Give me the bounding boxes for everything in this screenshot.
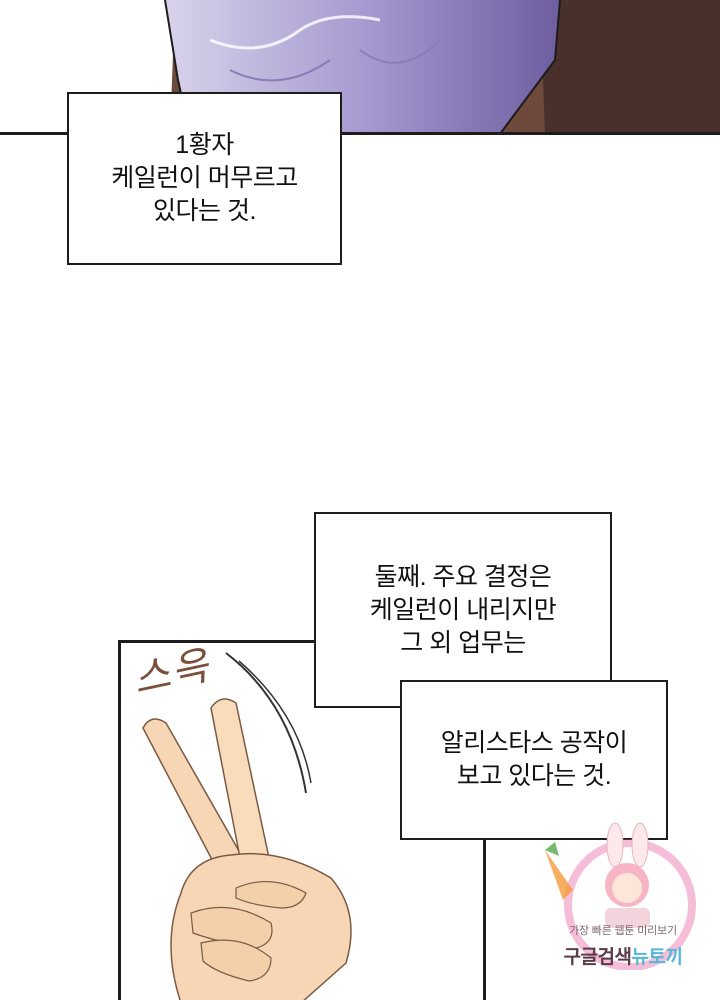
narration-line: 케일런이 내리지만	[369, 595, 557, 624]
narration-line: 있다는 것.	[153, 197, 256, 225]
watermark-tagline: 가장 빠른 웹툰 미리보기	[569, 925, 677, 937]
narration-line: 그 외 업무는	[400, 628, 526, 657]
narration-line: 보고 있다는 것.	[456, 762, 612, 790]
narration-line: 1황자	[175, 131, 234, 159]
watermark-brand: 구글검색뉴토끼	[548, 942, 698, 969]
peace-sign-hand-artwork	[142, 652, 352, 1000]
narration-box-1: 1황자 케일런이 머무르고 있다는 것.	[67, 92, 342, 265]
watermark-brand-part1: 구글검색	[563, 947, 632, 968]
narration-box-3: 알리스타스 공작이 보고 있다는 것.	[400, 680, 668, 840]
narration-line: 둘째. 주요 결정은	[374, 562, 552, 591]
narration-box-2: 둘째. 주요 결정은 케일런이 내리지만 그 외 업무는	[314, 512, 612, 708]
watermark-logo	[545, 820, 705, 971]
watermark-brand-part2: 뉴토끼	[631, 947, 683, 968]
narration-line: 알리스타스 공작이	[440, 729, 628, 757]
bunny-mascot-icon	[545, 822, 696, 971]
panel-border-line	[0, 132, 720, 135]
narration-line: 케일런이 머무르고	[111, 164, 298, 192]
